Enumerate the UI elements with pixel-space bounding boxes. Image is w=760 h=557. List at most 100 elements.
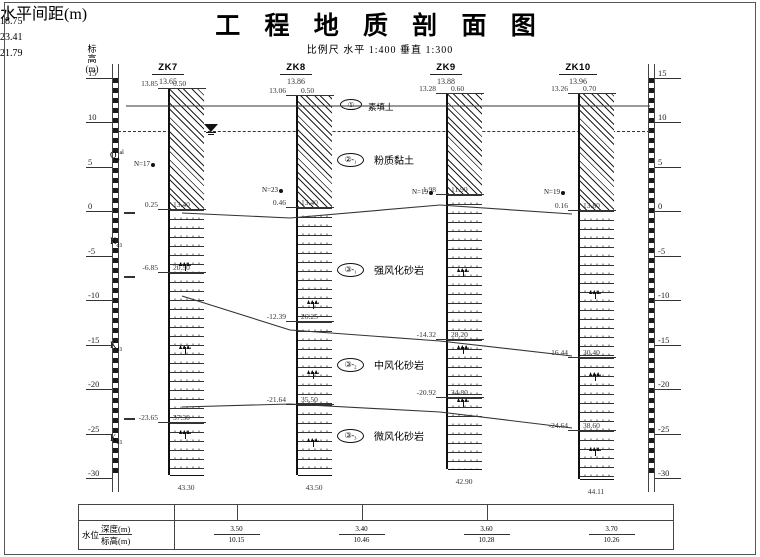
marker-leader-3-3 — [568, 430, 616, 432]
scale-subtitle: 比例尺 水平 1:400 垂直 1:300 — [306, 45, 454, 56]
borehole-segment-1-3 — [298, 403, 332, 475]
water-level-depth-0: 3.50 — [213, 525, 260, 535]
strat-sub-2: d1 — [116, 346, 123, 353]
borehole-segment-1-2 — [298, 321, 332, 404]
axis-tick-label-right-9: -30 — [658, 468, 670, 478]
strat-symbol-2: Kd1 — [110, 340, 123, 353]
strat-main-1: K — [110, 236, 117, 246]
sample-symbol-2-1 — [457, 345, 469, 354]
axis-tick-right-9 — [655, 478, 681, 479]
marker-leader-0-3 — [158, 421, 206, 423]
marker-elevation-0-3: -23.65 — [138, 412, 158, 422]
marker-elevation-3-2: -16.44 — [548, 348, 568, 358]
sample-symbol-2-0 — [457, 268, 469, 277]
marker-elevation-2-2: -14.32 — [416, 329, 436, 339]
elevation-axis-right — [648, 64, 656, 492]
water-level-elev-1: 10.46 — [353, 536, 370, 544]
axis-tick-label-right-4: -5 — [658, 245, 666, 256]
sample-symbol-3-2 — [589, 447, 601, 456]
page-title: 工 程 地 质 剖 面 图 — [215, 13, 545, 40]
axis-tick-label-right-8: -25 — [658, 423, 670, 434]
axis-tick-left-0 — [86, 78, 112, 79]
marker-leader-1-0 — [286, 95, 334, 97]
borehole-total-depth-1: 43.50 — [305, 482, 323, 492]
marker-leader-3-1 — [568, 209, 616, 211]
axis-tick-label-right-0: 15 — [658, 68, 667, 78]
spt-n-value-2: N=19 — [412, 188, 434, 196]
borehole-segment-3-1 — [580, 209, 614, 358]
marker-leader-3-0 — [568, 93, 616, 95]
summary-table — [78, 504, 674, 550]
borehole-segment-1-0 — [298, 95, 332, 208]
marker-depth-0-2: 20.50 — [173, 263, 190, 273]
marker-depth-3-2: 30.40 — [583, 348, 600, 358]
legend-code-3: ③-₃ — [337, 428, 364, 443]
marker-depth-3-0: 0.70 — [583, 84, 597, 94]
marker-elevation-1-3: -21.64 — [266, 394, 286, 404]
borehole-bottom-line-1 — [298, 474, 332, 476]
borehole-bottom-line-3 — [580, 479, 614, 481]
borehole-name-2: ZK9 — [416, 62, 476, 75]
marker-elevation-1-2: -12.39 — [266, 312, 286, 322]
marker-depth-1-3: 35.50 — [301, 394, 318, 404]
marker-leader-3-2 — [568, 357, 616, 359]
strat-sub-3: d1 — [116, 439, 123, 446]
marker-elevation-0-1: 0.25 — [144, 200, 158, 210]
elevation-axis-left — [112, 64, 120, 492]
marker-elevation-3-3: -24.64 — [548, 421, 568, 431]
axis-tick-label-left-4: -5 — [88, 245, 96, 256]
marker-elevation-2-0: 13.28 — [419, 84, 436, 94]
axis-tick-right-7 — [655, 389, 681, 391]
water-level-depth-1: 3.40 — [338, 525, 385, 535]
strat-sub-1: d1 — [116, 242, 123, 249]
sample-symbol-1-1 — [307, 370, 319, 379]
water-level-elev-label: 标高(m) — [101, 536, 131, 546]
legend-code-1: ③-₁ — [337, 262, 364, 277]
water-level-depth-2: 3.60 — [463, 525, 510, 535]
marker-elevation-1-1: 0.46 — [272, 198, 286, 208]
borehole-elevation-1: 13.86 — [287, 77, 305, 86]
marker-elevation-1-0: 13.06 — [269, 86, 286, 96]
axis-tick-right-4 — [655, 255, 681, 257]
marker-elevation-0-2: -6.85 — [142, 263, 158, 273]
axis-tick-label-right-1: 10 — [658, 112, 667, 123]
axis-caption: 标 高 (m) — [82, 44, 102, 74]
marker-depth-2-0: 0.60 — [451, 84, 465, 94]
reference-dashdot-line — [118, 131, 650, 132]
axis-tick-label-left-6: -15 — [88, 334, 100, 345]
marker-leader-1-2 — [286, 321, 334, 323]
spt-n-value-3: N=19 — [544, 188, 566, 196]
strat-main-2: K — [110, 340, 117, 350]
borehole-total-depth-3: 44.11 — [587, 487, 605, 497]
legend-item-3: ③-₃ 微风化砂岩 — [337, 428, 424, 443]
marker-elevation-3-0: 13.26 — [551, 84, 568, 94]
axis-tick-label-left-2: 5 — [88, 156, 93, 167]
marker-leader-1-1 — [286, 207, 334, 209]
marker-depth-0-3: 37.30 — [173, 412, 190, 422]
axis-tick-label-right-5: -10 — [658, 290, 670, 301]
borehole-segment-0-0 — [170, 88, 204, 210]
strat-divider-2 — [124, 418, 135, 420]
fill-layer-name: 素填土 — [368, 102, 394, 112]
legend-name-2: 中风化砂岩 — [374, 361, 424, 372]
borehole-column-1 — [296, 95, 332, 476]
axis-tick-right-2 — [655, 166, 681, 168]
marker-elevation-2-1: 1.98 — [422, 184, 436, 194]
marker-depth-3-3: 38.60 — [583, 421, 600, 431]
axis-tick-left-4 — [86, 255, 112, 257]
borehole-elevation-0: 13.65 — [159, 77, 177, 86]
axis-tick-left-9 — [86, 478, 112, 479]
water-level-fraction: 深度(m)标高(m) — [99, 523, 133, 547]
marker-elevation-2-3: -20.92 — [416, 388, 436, 398]
table-spacing-divider-2 — [361, 504, 363, 520]
borehole-total-depth-2: 42.90 — [455, 477, 473, 487]
table-spacing-0: 18.75 — [0, 16, 23, 27]
legend-name-1: 强风化砂岩 — [374, 266, 424, 277]
axis-tick-left-7 — [86, 389, 112, 391]
marker-leader-0-1 — [158, 209, 206, 211]
borehole-name-3: ZK10 — [548, 62, 608, 75]
